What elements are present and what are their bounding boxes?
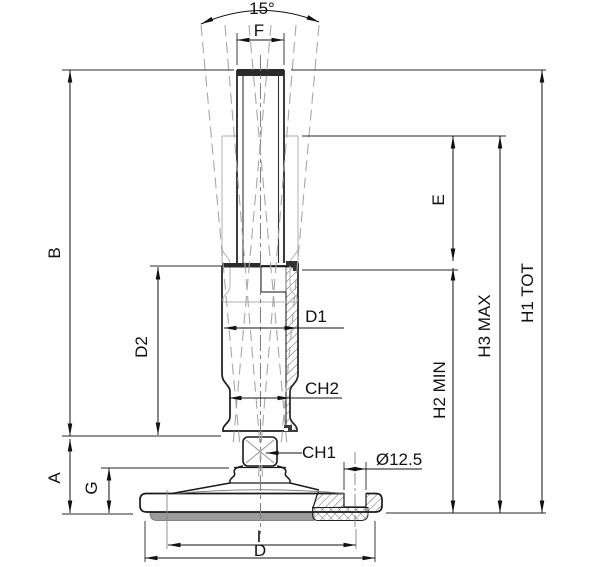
label-f: F <box>254 21 264 40</box>
label-tilt-angle: 15° <box>249 0 275 18</box>
label-d1: D1 <box>305 307 327 326</box>
stud-top-chamfer <box>237 69 284 76</box>
bushing-details <box>222 261 299 431</box>
bushing-cap-clip-top <box>286 261 299 271</box>
label-h3-max: H3 MAX <box>475 294 494 357</box>
tilt-edge-line <box>248 24 288 446</box>
bushing-clip-notch <box>284 428 288 431</box>
base-section-rubber <box>312 507 369 521</box>
label-g: G <box>82 481 101 494</box>
dimension-labels: 15° F B D2 D1 CH2 CH1 E H2 MIN H3 MAX H1… <box>45 0 537 560</box>
mounting-hole <box>343 493 367 508</box>
label-hole-diameter: Ø12.5 <box>376 450 422 469</box>
angle-arc <box>200 10 320 25</box>
ghost-bushing-max-position <box>221 135 299 303</box>
label-ch1: CH1 <box>302 443 336 462</box>
bushing-top-band <box>222 263 260 268</box>
arrowheads <box>67 15 545 561</box>
label-b: B <box>45 247 64 258</box>
dome-cone <box>171 482 320 495</box>
dimension-lines <box>67 10 545 561</box>
extension-line-set <box>62 69 546 515</box>
label-e: E <box>429 194 448 205</box>
label-d2: D2 <box>132 336 151 358</box>
pad-extension-lines <box>166 490 357 549</box>
tilt-axis-line <box>224 24 264 479</box>
extension-line-set <box>144 33 376 562</box>
phantom-tilt-lines <box>200 24 320 479</box>
bushing-section-hatch <box>285 266 299 432</box>
bushing <box>221 265 299 432</box>
vertical-dimension-lines <box>69 70 543 513</box>
label-h2-min: H2 MIN <box>430 361 449 419</box>
label-a: A <box>45 472 64 484</box>
label-i: I <box>257 527 262 546</box>
tilt-edge-line <box>280 24 320 448</box>
bellows-right <box>276 465 291 483</box>
bellows-left <box>229 465 244 483</box>
tilt-axis-line <box>257 24 297 479</box>
rubber-pad <box>149 511 315 521</box>
label-ch2: CH2 <box>305 379 339 398</box>
section-break-line <box>312 490 320 509</box>
label-d: D <box>254 541 266 560</box>
extension-lines <box>62 33 546 562</box>
label-h1-tot: H1 TOT <box>518 263 537 323</box>
tilt-edge-line <box>232 24 272 446</box>
tilt-edge-line <box>200 24 241 448</box>
